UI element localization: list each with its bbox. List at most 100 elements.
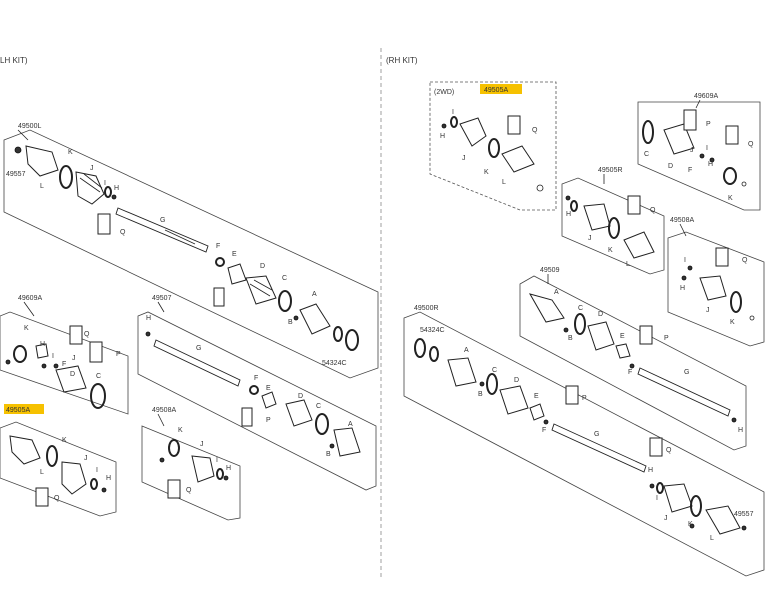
svg-text:L: L	[626, 261, 630, 268]
svg-text:F: F	[688, 167, 692, 174]
svg-text:L: L	[502, 179, 506, 186]
svg-text:F: F	[542, 427, 546, 434]
svg-text:I: I	[96, 467, 98, 474]
lh-main-assembly: 49500L 49557 K J I H L Q G	[3, 123, 379, 379]
svg-text:E: E	[620, 333, 625, 340]
svg-text:B: B	[478, 391, 483, 398]
lh-shaft-kit-part-number[interactable]: 49507	[152, 295, 172, 302]
svg-text:Q: Q	[54, 495, 60, 502]
svg-text:J: J	[200, 441, 204, 448]
svg-text:Q: Q	[650, 207, 656, 214]
svg-text:H: H	[146, 315, 151, 322]
rh-505r-part-number[interactable]: 49505R	[598, 167, 623, 174]
svg-text:L: L	[710, 535, 714, 542]
svg-text:G: G	[594, 431, 599, 438]
svg-text:Q: Q	[120, 229, 126, 236]
svg-text:B: B	[288, 319, 293, 326]
svg-text:D: D	[298, 393, 303, 400]
svg-text:B: B	[568, 335, 573, 342]
svg-text:K: K	[730, 319, 735, 326]
lh-seal-number[interactable]: 49557	[6, 171, 26, 178]
lh-bottom-part-number[interactable]: 54324C	[322, 360, 347, 367]
svg-text:D: D	[70, 371, 75, 378]
svg-text:D: D	[668, 163, 673, 170]
svg-text:F: F	[216, 243, 220, 250]
svg-text:P: P	[706, 121, 711, 128]
lh-main-part-number[interactable]: 49500L	[18, 123, 41, 130]
rh-kit-49509: 49509 A B C D E F P G H	[519, 267, 747, 451]
svg-text:G: G	[160, 217, 165, 224]
rh-509-part-number[interactable]: 49509	[540, 267, 560, 274]
svg-text:A: A	[348, 421, 353, 428]
svg-text:J: J	[690, 147, 694, 154]
svg-text:Q: Q	[748, 141, 754, 148]
rh-2wd-part-number[interactable]: 49505A	[484, 87, 508, 94]
svg-text:I: I	[216, 457, 218, 464]
svg-text:P: P	[582, 395, 587, 402]
rh-main-assembly: 49500R 54324C 49557 A B C D E F G P H I …	[403, 305, 765, 577]
svg-text:Q: Q	[186, 487, 192, 494]
lh-outer-cv-joint	[14, 145, 117, 235]
svg-text:H: H	[40, 341, 45, 348]
svg-text:A: A	[554, 289, 559, 296]
svg-text:K: K	[24, 325, 29, 332]
rh-main-part-number[interactable]: 49500R	[414, 305, 439, 312]
lh-drive-shaft	[115, 207, 209, 253]
svg-text:H: H	[648, 467, 653, 474]
svg-text:J: J	[462, 155, 466, 162]
svg-text:K: K	[728, 195, 733, 202]
rh-508a-part-number[interactable]: 49508A	[670, 217, 694, 224]
rh-609a-part-number[interactable]: 49609A	[694, 93, 718, 100]
svg-text:F: F	[628, 369, 632, 376]
svg-text:K: K	[484, 169, 489, 176]
lh-inner-cv-joint	[213, 257, 359, 351]
svg-text:H: H	[680, 285, 685, 292]
svg-text:Q: Q	[532, 127, 538, 134]
svg-text:B: B	[326, 451, 331, 458]
svg-text:J: J	[84, 455, 88, 462]
svg-text:H: H	[226, 465, 231, 472]
svg-text:L: L	[40, 469, 44, 476]
rh-2wd-highlight	[480, 84, 522, 94]
svg-text:P: P	[664, 335, 669, 342]
svg-text:E: E	[534, 393, 539, 400]
svg-text:K: K	[178, 427, 183, 434]
lh-inner-kit-49505A: 49505A K J I H L Q	[0, 404, 117, 517]
svg-text:C: C	[578, 305, 583, 312]
rh-kit-49609A: 49609A P Q C D F I H J K	[637, 93, 761, 211]
lh-inner-kit-part-number[interactable]: 49505A	[6, 407, 30, 414]
lh-boot-kit-49508A: 49508A K J I H Q	[141, 407, 241, 521]
svg-text:E: E	[266, 385, 271, 392]
svg-text:C: C	[644, 151, 649, 158]
svg-text:G: G	[196, 345, 201, 352]
svg-text:K: K	[62, 437, 67, 444]
lh-inner-kit-highlight	[4, 404, 44, 414]
svg-text:I: I	[452, 109, 454, 116]
svg-text:H: H	[440, 133, 445, 140]
lh-kit-header: LH KIT)	[0, 56, 28, 65]
svg-text:C: C	[492, 367, 497, 374]
svg-text:A: A	[464, 347, 469, 354]
svg-text:F: F	[62, 361, 66, 368]
lh-outer-kit-part-number[interactable]: 49609A	[18, 295, 42, 302]
rh-2wd-kit-49505A: (2WD) 49505A H I J K L Q	[429, 81, 557, 211]
svg-text:Q: Q	[84, 331, 90, 338]
rh-seal-number[interactable]: 49557	[734, 511, 754, 518]
svg-text:J: J	[588, 235, 592, 242]
svg-text:H: H	[566, 211, 571, 218]
lh-boot-kit-part-number[interactable]: 49508A	[152, 407, 176, 414]
svg-text:H: H	[106, 475, 111, 482]
svg-text:D: D	[598, 311, 603, 318]
svg-text:I: I	[706, 145, 708, 152]
svg-text:L: L	[40, 183, 44, 190]
svg-text:P: P	[266, 417, 271, 424]
svg-text:D: D	[260, 263, 265, 270]
rh-kit-49508A: 49508A Q I H J K	[667, 217, 765, 347]
svg-text:C: C	[96, 373, 101, 380]
lh-outer-kit-49609A: 49609A K Q H I F J P D C	[0, 295, 129, 415]
svg-text:I: I	[52, 353, 54, 360]
svg-text:H: H	[114, 185, 119, 192]
svg-text:J: J	[664, 515, 668, 522]
rh-bottom-part-number[interactable]: 54324C	[420, 327, 445, 334]
svg-text:K: K	[608, 247, 613, 254]
